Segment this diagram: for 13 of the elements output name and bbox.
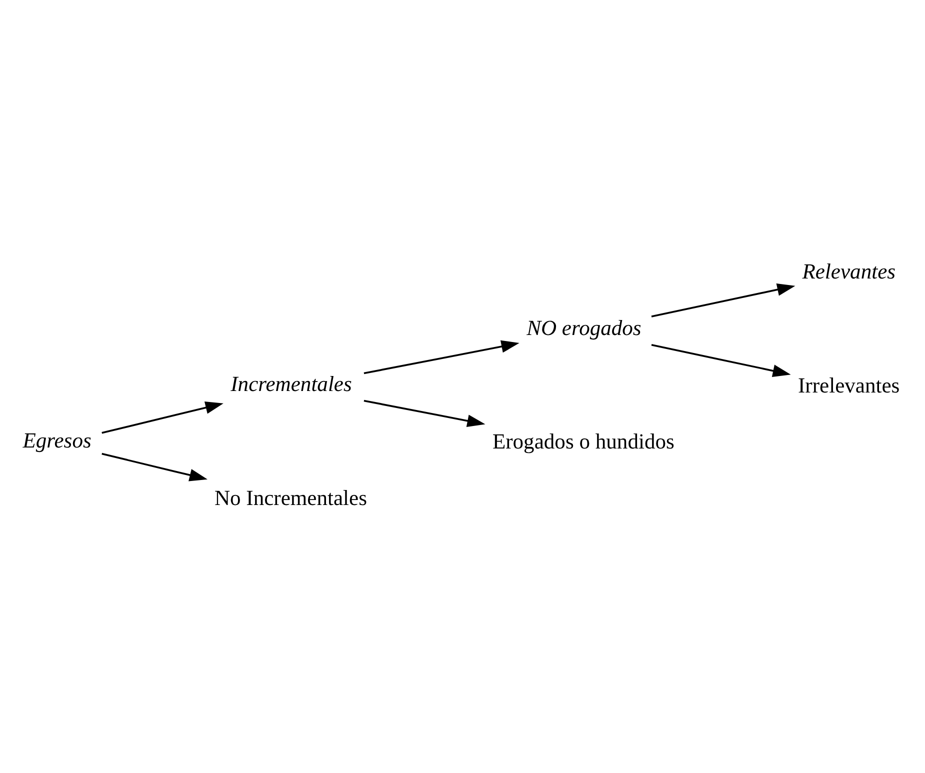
- arrow: [651, 282, 796, 317]
- node-text: Egresos: [22, 428, 92, 452]
- arrow: [364, 340, 520, 374]
- arrow: [651, 343, 791, 376]
- node-text: Incrementales: [230, 372, 352, 396]
- node-text: Relevantes: [802, 258, 896, 283]
- node-text: NO erogados: [526, 315, 642, 340]
- node-text: Irrelevantes: [798, 372, 900, 397]
- arrow: [102, 401, 224, 434]
- arrow: [102, 452, 208, 481]
- node-text: No Incrementales: [214, 485, 368, 510]
- arrow: [364, 399, 486, 427]
- node-text: Erogados o hundidos: [492, 429, 674, 454]
